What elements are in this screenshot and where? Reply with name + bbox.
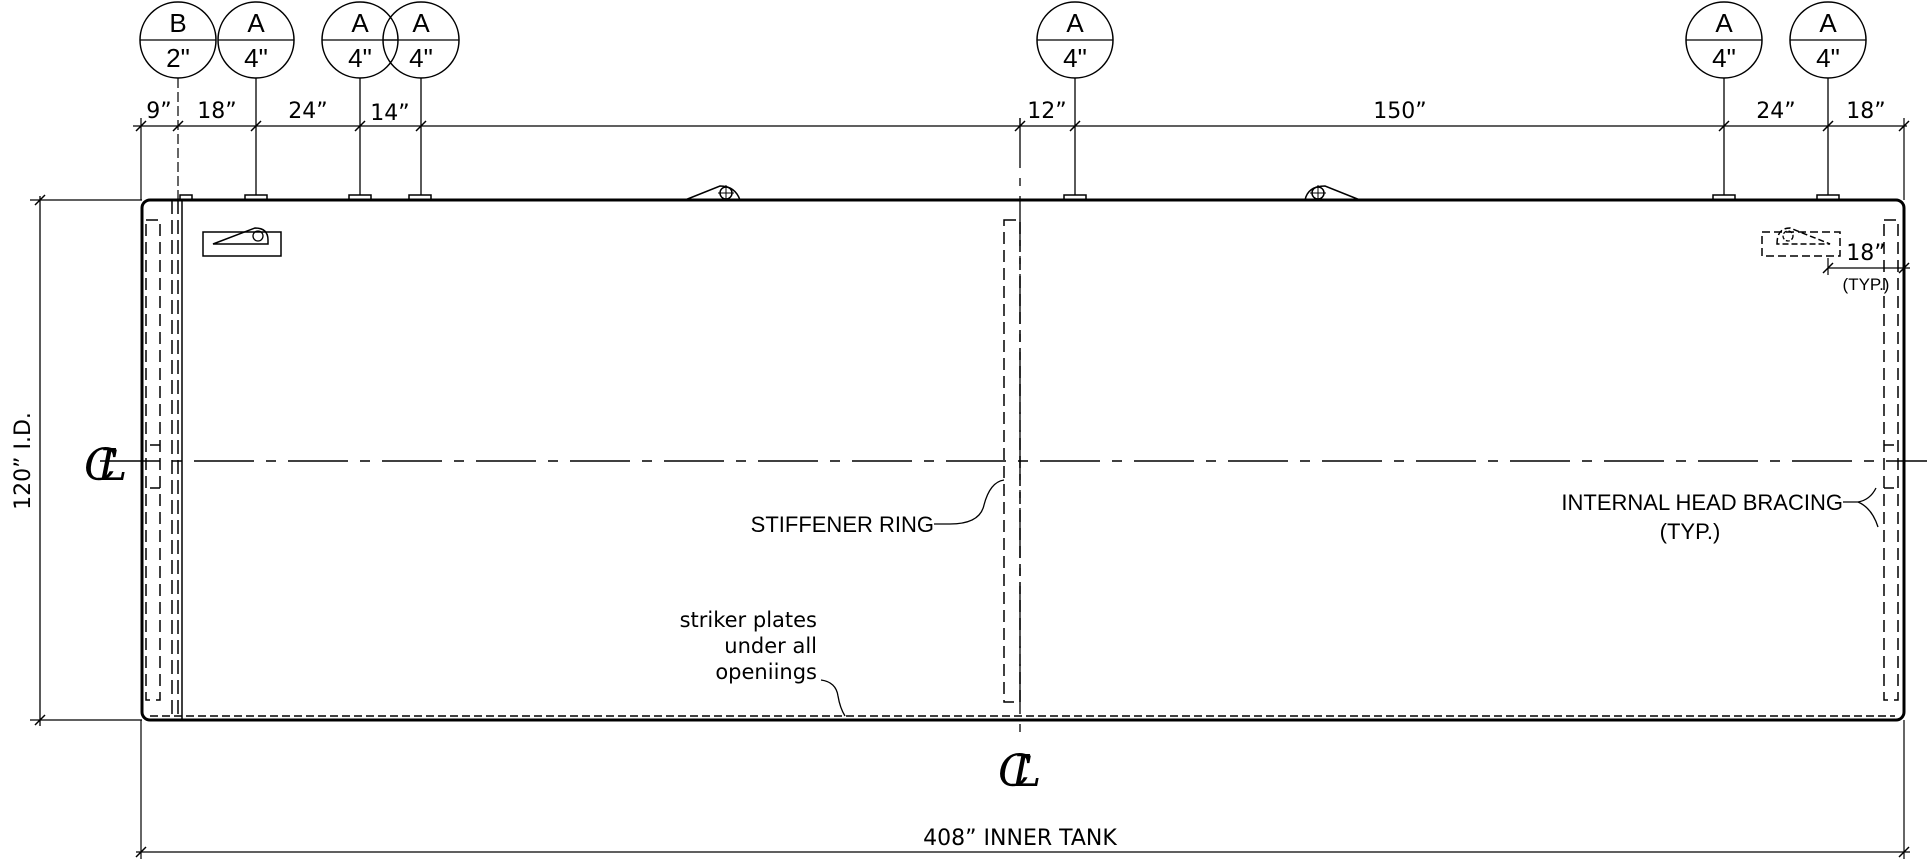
svg-text:L: L	[1011, 746, 1041, 797]
dim-height: 120” I.D.	[11, 412, 36, 510]
nozzle-size: 2"	[166, 43, 190, 73]
label-striker-line3: openiings	[715, 660, 817, 684]
top-dimension-texts: 9” 18” 24” 14” 12” 150” 24” 18”	[146, 99, 1885, 126]
nozzle-id: A	[351, 8, 369, 38]
manway-right	[1761, 227, 1841, 257]
dim-18-side: 18”	[1846, 241, 1885, 266]
label-striker-line2: under all	[724, 634, 817, 658]
label-striker-line1: striker plates	[680, 608, 817, 632]
centerline-symbol-bottom: C L	[998, 746, 1041, 797]
centerline-symbol-left: C L	[84, 440, 127, 491]
top-extension-lines	[140, 78, 1905, 200]
svg-text:C: C	[84, 440, 118, 491]
dim-24-left: 24”	[288, 99, 327, 124]
nozzle-size: 4"	[1816, 43, 1840, 73]
manway-left	[202, 227, 282, 257]
right-head-bracing	[1883, 219, 1899, 701]
lifting-lug-left	[684, 185, 741, 201]
nozzle-id: A	[247, 8, 265, 38]
label-bracing-line1: INTERNAL HEAD BRACING	[1561, 490, 1843, 515]
dim-18-right: 18”	[1846, 99, 1885, 124]
dim-18-side-typ: (TYP.)	[1843, 275, 1890, 294]
nozzle-callouts: B 2" A 4" A 4" A 4" A 4" A 4" A 4"	[139, 1, 1867, 79]
dim-150: 150”	[1373, 99, 1426, 124]
nozzle-size: 4"	[1063, 43, 1087, 73]
length-dimension	[135, 720, 1910, 859]
nozzle-id: A	[412, 8, 430, 38]
height-dimension	[30, 194, 142, 726]
dim-14: 14”	[370, 101, 409, 126]
left-head-bracing	[145, 200, 183, 720]
leader-stiffener-ring	[934, 479, 1005, 525]
leader-striker	[820, 679, 846, 717]
svg-text:C: C	[998, 746, 1032, 797]
stiffener-ring	[1003, 219, 1021, 703]
dim-12: 12”	[1027, 99, 1066, 124]
tank-shell	[140, 198, 1906, 722]
svg-text:L: L	[97, 440, 127, 491]
nozzle-id: A	[1066, 8, 1084, 38]
nozzle-id: B	[169, 8, 186, 38]
leader-bracing	[1843, 487, 1879, 528]
label-bracing-line2: (TYP.)	[1660, 519, 1721, 544]
nozzle-id: A	[1819, 8, 1837, 38]
nozzle-id: A	[1715, 8, 1733, 38]
dim-24-right: 24”	[1756, 99, 1795, 124]
nozzle-size: 4"	[244, 43, 268, 73]
dim-length: 408” INNER TANK	[923, 826, 1117, 851]
lifting-lug-right	[1304, 185, 1361, 201]
label-stiffener-ring: STIFFENER RING	[751, 512, 934, 537]
dim-18-left: 18”	[197, 99, 236, 124]
nozzle-size: 4"	[409, 43, 433, 73]
nozzle-size: 4"	[1712, 43, 1736, 73]
nozzle-size: 4"	[348, 43, 372, 73]
dim-9: 9”	[146, 99, 171, 124]
